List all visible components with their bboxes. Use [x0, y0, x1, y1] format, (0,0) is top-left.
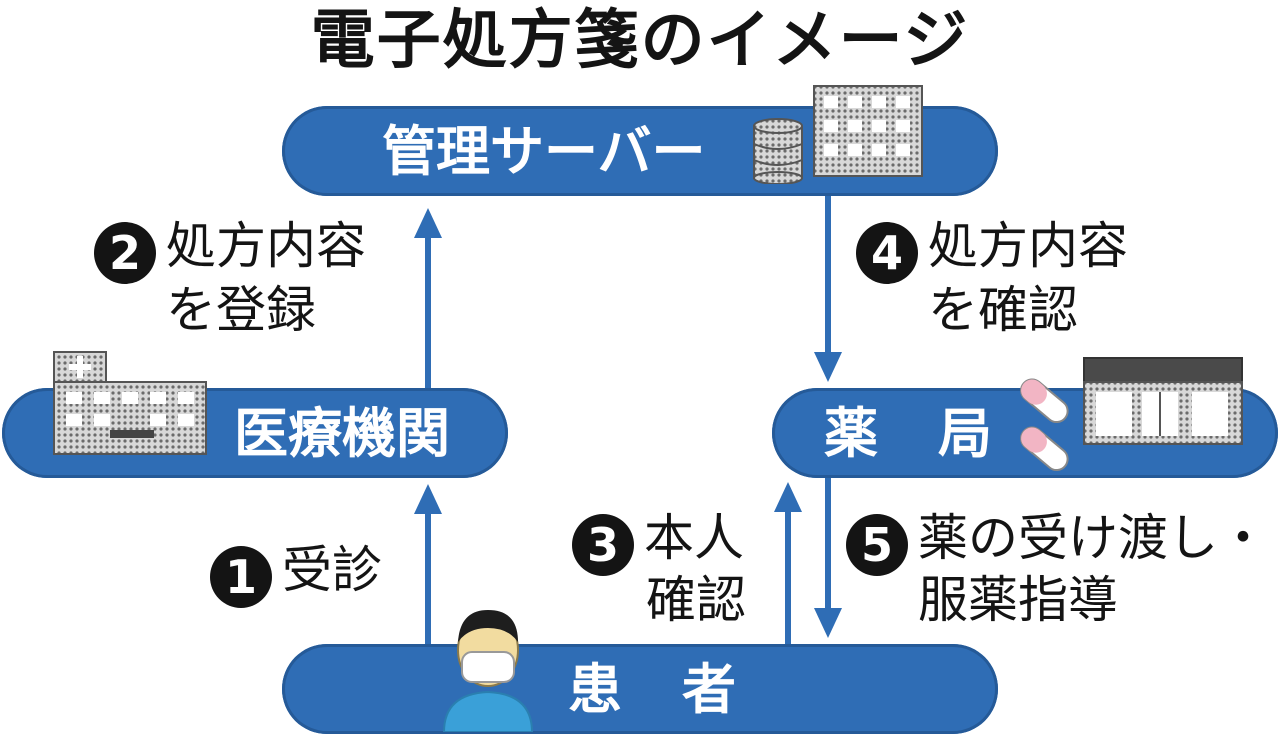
- step-number: 3: [572, 514, 634, 576]
- arrow-clinic-to-server: [414, 208, 442, 388]
- step-5-line2: 服薬指導: [918, 571, 1118, 629]
- pharmacy-icon: [1083, 357, 1243, 445]
- arrow-server-to-pharmacy: [814, 196, 842, 382]
- step-number: 4: [856, 222, 918, 284]
- patient-icon: [442, 610, 534, 732]
- step-number: 1: [210, 546, 272, 608]
- step-number: 2: [94, 222, 156, 284]
- patient-label: 患者: [568, 658, 796, 721]
- step-number: 5: [846, 514, 908, 576]
- patient-node: 患者: [282, 644, 998, 734]
- step-4-line2: を確認: [928, 281, 1078, 339]
- server-label: 管理サーバー: [382, 120, 706, 183]
- step-2-line2: を登録: [166, 281, 316, 339]
- arrow-pharmacy-to-patient: [814, 478, 842, 638]
- step-text: 処方内容: [166, 217, 366, 275]
- database-icon: [753, 118, 803, 184]
- diagram-title: 電子処方箋のイメージ: [310, 4, 970, 78]
- arrow-patient-to-clinic: [414, 484, 442, 644]
- pill-icon: [1020, 378, 1069, 472]
- step-text: 薬の受け渡し・: [918, 509, 1268, 567]
- clinic-label: 医療機関: [234, 402, 450, 465]
- step-3-line2: 確認: [646, 571, 746, 629]
- step-text: 本人: [644, 509, 744, 567]
- step-text: 受診: [282, 541, 382, 599]
- arrow-patient-to-pharmacy: [774, 482, 802, 644]
- hospital-icon: [53, 351, 207, 455]
- server-building-icon: [813, 85, 923, 177]
- step-text: 処方内容: [928, 217, 1128, 275]
- pharmacy-label: 薬局: [824, 402, 1052, 465]
